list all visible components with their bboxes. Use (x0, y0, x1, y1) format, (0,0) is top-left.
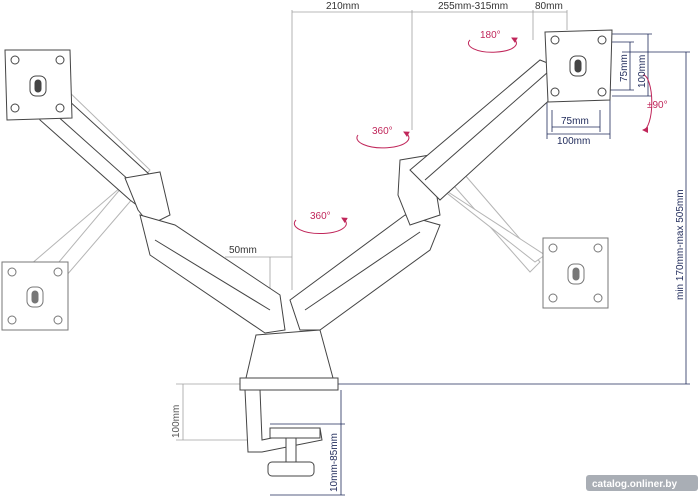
guide-lines (176, 10, 568, 441)
label-rotation-rotate: ±90° (647, 100, 668, 111)
label-height-range: min 170mm-max 505mm (675, 189, 686, 300)
vesa-plate-bottom-left (1, 261, 69, 331)
vesa-plate-top-left (4, 49, 73, 121)
height-range-lines (270, 51, 690, 496)
label-vesa-h-outer: 100mm (557, 136, 590, 147)
label-head-offset: 80mm (535, 1, 563, 12)
vesa-dimension-lines (546, 33, 652, 139)
label-clamp-depth: 100mm (171, 405, 182, 438)
vesa-plate-top-right (544, 29, 613, 103)
label-rotation-swivel-lower: 360° (310, 211, 331, 222)
arm-drawing (29, 59, 561, 477)
vesa-plate-bottom-right (542, 237, 609, 309)
label-arm-reach: 255mm-315mm (438, 1, 508, 12)
label-top-spread: 210mm (326, 1, 359, 12)
label-desk-thickness: 10mm-85mm (329, 433, 340, 492)
label-rotation-tilt: 180° (480, 30, 501, 41)
rotation-arcs (293, 37, 653, 235)
label-vesa-v-outer: 100mm (637, 55, 648, 88)
label-rotation-swivel-upper: 360° (372, 126, 393, 137)
label-pivot-offset: 50mm (229, 245, 257, 256)
watermark: catalog.onliner.by (592, 479, 677, 490)
watermark-background (586, 475, 698, 491)
label-vesa-h-inner: 75mm (561, 116, 589, 127)
label-vesa-v-inner: 75mm (619, 54, 630, 82)
